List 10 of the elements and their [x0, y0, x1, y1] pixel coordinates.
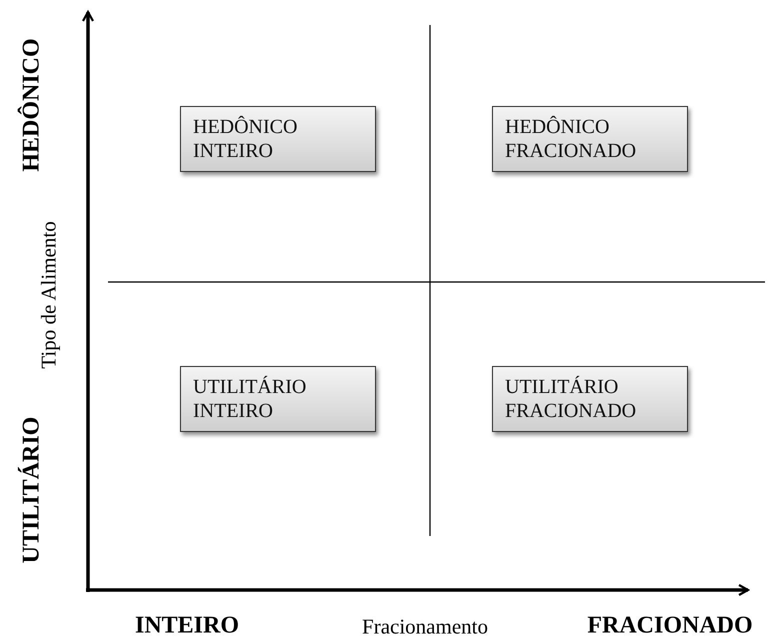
quadrant-box: HEDÔNICO INTEIRO: [180, 106, 376, 172]
axis-pole-label: INTEIRO: [134, 612, 240, 640]
axis-pole-label: UTILITÁRIO: [18, 416, 46, 564]
axis-title: Tipo de Alimento: [36, 221, 62, 369]
quadrant-box: HEDÔNICO FRACIONADO: [492, 106, 688, 172]
axis-title: Fracionamento: [362, 614, 488, 640]
quadrant-box: UTILITÁRIO FRACIONADO: [492, 366, 688, 432]
quadrant-box: UTILITÁRIO INTEIRO: [180, 366, 376, 432]
axis-pole-label: FRACIONADO: [587, 612, 753, 640]
axis-pole-label: HEDÔNICO: [18, 38, 46, 172]
